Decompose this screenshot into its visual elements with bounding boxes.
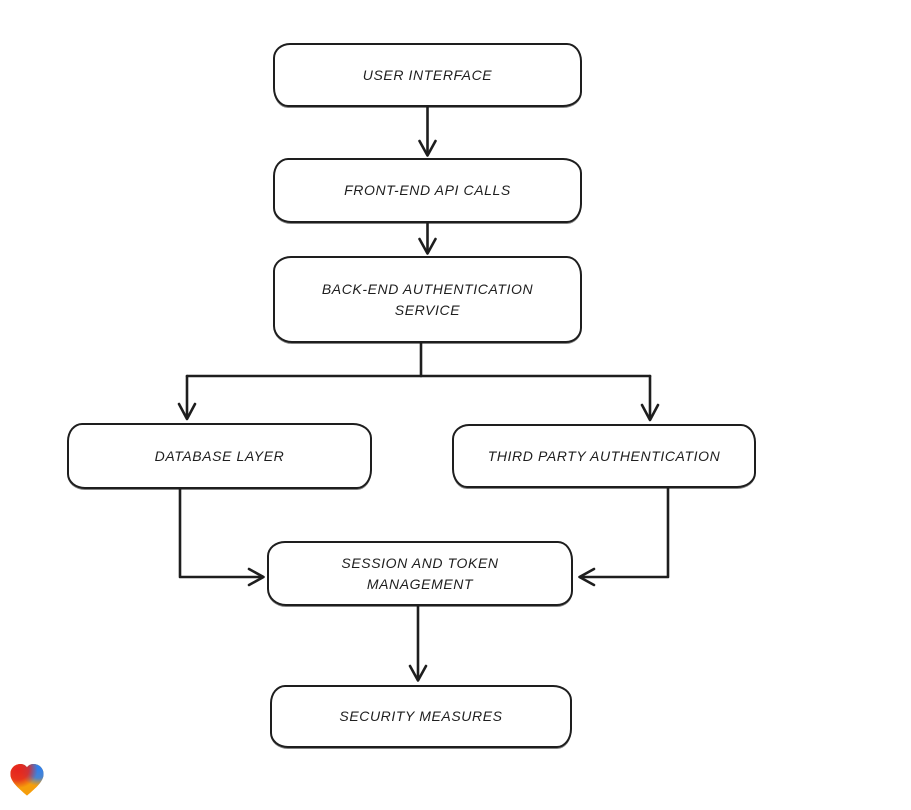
node-label: DATABASE LAYER <box>154 447 285 464</box>
arrow-database-to-session <box>178 487 265 587</box>
node-back-end-authentication-service: BACK-END AUTHENTICATION SERVICE <box>273 256 582 343</box>
node-third-party-authentication: THIRD PARTY AUTHENTICATION <box>452 424 756 488</box>
node-label: FRONT-END API CALLS <box>344 182 511 198</box>
node-session-and-token-management: SESSION AND TOKEN MANAGEMENT <box>267 541 573 606</box>
node-label: USER INTERFACE <box>362 66 493 83</box>
arrow-ui-to-frontend <box>418 105 437 157</box>
node-user-interface: USER INTERFACE <box>273 43 582 107</box>
arrow-thirdparty-to-session <box>578 486 670 587</box>
arrow-session-to-security <box>408 604 428 682</box>
lovable-heart-icon[interactable] <box>8 761 46 798</box>
node-security-measures: SECURITY MEASURES <box>270 685 572 748</box>
node-label: BACK-END AUTHENTICATION SERVICE <box>321 280 534 318</box>
arrow-frontend-to-backend <box>418 221 437 255</box>
node-database-layer: DATABASE LAYER <box>67 423 372 489</box>
node-label: SECURITY MEASURES <box>339 708 503 724</box>
node-front-end-api-calls: FRONT-END API CALLS <box>273 158 582 223</box>
arrow-backend-split <box>177 341 660 422</box>
node-label: SESSION AND TOKEN MANAGEMENT <box>341 554 499 592</box>
node-label: THIRD PARTY AUTHENTICATION <box>487 447 721 464</box>
